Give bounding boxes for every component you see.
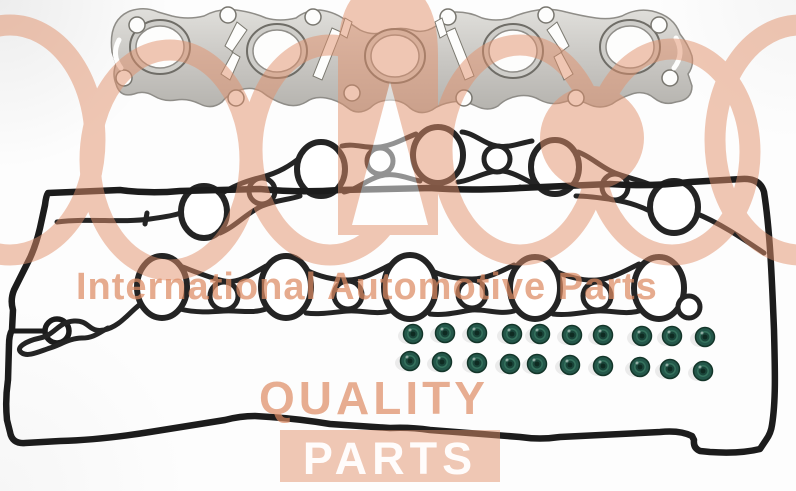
watermark-parts-block <box>280 430 500 482</box>
valve-stem-seals <box>395 322 716 382</box>
valve-cover-gasket <box>2 175 779 456</box>
logo-arch-triangle <box>352 82 428 225</box>
intake-manifold-gasket <box>16 252 703 357</box>
logo-disc <box>540 86 644 190</box>
